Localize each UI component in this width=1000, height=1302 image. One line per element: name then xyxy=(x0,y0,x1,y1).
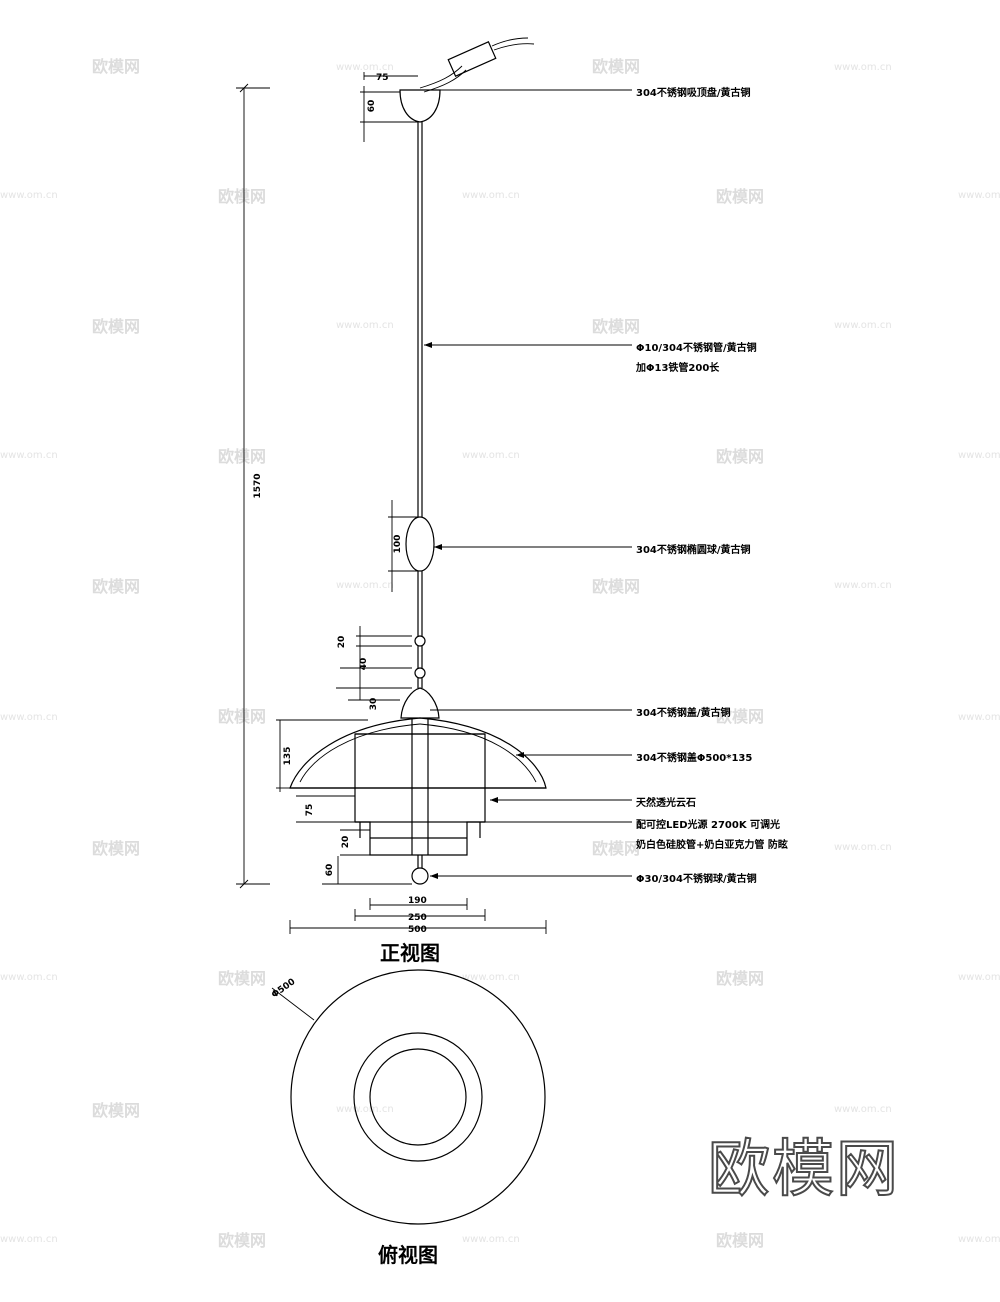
driver-box xyxy=(447,41,497,77)
svg-text:60: 60 xyxy=(325,864,335,877)
svg-text:75: 75 xyxy=(305,804,315,817)
callouts: 304不锈钢吸顶盘/黄古铜 Φ10/304不锈钢管/黄古铜 加Φ13铁管200长… xyxy=(424,86,788,885)
svg-text:欧模网: 欧模网 xyxy=(218,1231,266,1250)
svg-text:190: 190 xyxy=(408,896,427,906)
bead-upper xyxy=(414,635,426,647)
svg-text:www.om.cn: www.om.cn xyxy=(834,62,892,73)
top-mid-circle xyxy=(353,1032,483,1162)
dim-canopy-height: 60 xyxy=(360,86,418,142)
svg-text:75: 75 xyxy=(376,73,389,83)
svg-text:www.om.cn: www.om.cn xyxy=(958,1234,1000,1245)
svg-text:欧模网: 欧模网 xyxy=(218,707,266,726)
svg-text:欧模网: 欧模网 xyxy=(592,317,640,336)
callout-shade: 304不锈钢盖Φ500*135 xyxy=(636,751,752,764)
svg-text:www.om.cn: www.om.cn xyxy=(958,190,1000,201)
svg-text:www.om.cn: www.om.cn xyxy=(958,972,1000,983)
cap xyxy=(400,687,440,719)
shade xyxy=(289,717,547,789)
power-cord xyxy=(419,37,535,93)
svg-text:欧模网: 欧模网 xyxy=(92,57,140,76)
dim-beads: 20 40 30 xyxy=(336,626,412,710)
dim-canopy-width: 75 xyxy=(363,72,418,83)
svg-text:www.om.cn: www.om.cn xyxy=(336,1104,394,1115)
svg-text:500: 500 xyxy=(408,925,427,935)
svg-text:欧模网: 欧模网 xyxy=(92,577,140,596)
svg-text:www.om.cn: www.om.cn xyxy=(958,450,1000,461)
stone-cylinder xyxy=(354,733,486,823)
ellipse-ball xyxy=(405,516,435,572)
dim-total-height: 1570 xyxy=(236,83,270,889)
svg-text:欧模网: 欧模网 xyxy=(92,839,140,858)
bead-lower xyxy=(414,667,426,679)
svg-text:135: 135 xyxy=(283,747,293,766)
svg-text:欧模网: 欧模网 xyxy=(716,447,764,466)
brand-logo: 欧模网 xyxy=(708,1132,900,1205)
svg-text:www.om.cn: www.om.cn xyxy=(462,450,520,461)
front-view-title: 正视图 xyxy=(380,941,440,965)
dim-shade-height: 135 xyxy=(276,719,368,792)
svg-text:www.om.cn: www.om.cn xyxy=(834,320,892,331)
callout-rod-1: Φ10/304不锈钢管/黄古铜 xyxy=(636,341,757,354)
bottom-ball xyxy=(411,867,429,885)
watermark-pattern: 欧模网 欧模网 www.om.cn www.om.cn 欧模网 欧模网 www.… xyxy=(0,57,1000,1250)
top-view-title: 俯视图 xyxy=(378,1243,438,1267)
svg-text:www.om.cn: www.om.cn xyxy=(0,190,58,201)
top-inner-circle xyxy=(369,1048,467,1146)
dim-widths: 190 250 500 xyxy=(289,896,547,935)
svg-text:欧模网: 欧模网 xyxy=(592,577,640,596)
svg-text:250: 250 xyxy=(408,913,427,923)
callout-rod-2: 加Φ13铁管200长 xyxy=(635,361,720,374)
svg-text:www.om.cn: www.om.cn xyxy=(958,712,1000,723)
svg-text:www.om.cn: www.om.cn xyxy=(0,972,58,983)
svg-text:20: 20 xyxy=(341,836,351,849)
svg-text:www.om.cn: www.om.cn xyxy=(0,1234,58,1245)
callout-led-2: 奶白色硅胶管+奶白亚克力管 防眩 xyxy=(636,838,788,851)
svg-text:1570: 1570 xyxy=(253,473,263,498)
dim-lower: 75 20 60 xyxy=(296,795,412,885)
svg-text:www.om.cn: www.om.cn xyxy=(462,1234,520,1245)
svg-text:60: 60 xyxy=(367,100,377,113)
top-view: Φ500 俯视图 xyxy=(270,969,546,1267)
svg-text:www.om.cn: www.om.cn xyxy=(834,842,892,853)
svg-text:100: 100 xyxy=(393,535,403,554)
callout-stone: 天然透光云石 xyxy=(636,796,696,809)
svg-text:www.om.cn: www.om.cn xyxy=(336,580,394,591)
top-outer-circle xyxy=(290,969,546,1225)
callout-ball: 304不锈钢椭圆球/黄古铜 xyxy=(636,543,751,556)
svg-text:40: 40 xyxy=(359,658,369,671)
svg-text:欧模网: 欧模网 xyxy=(218,187,266,206)
svg-text:www.om.cn: www.om.cn xyxy=(462,972,520,983)
canopy xyxy=(399,89,441,123)
svg-text:欧模网: 欧模网 xyxy=(716,187,764,206)
svg-text:欧模网: 欧模网 xyxy=(92,317,140,336)
svg-text:欧模网: 欧模网 xyxy=(592,839,640,858)
svg-text:www.om.cn: www.om.cn xyxy=(336,62,394,73)
callout-canopy: 304不锈钢吸顶盘/黄古铜 xyxy=(636,86,751,99)
svg-text:www.om.cn: www.om.cn xyxy=(834,1104,892,1115)
svg-text:www.om.cn: www.om.cn xyxy=(0,712,58,723)
svg-text:www.om.cn: www.om.cn xyxy=(0,450,58,461)
svg-text:欧模网: 欧模网 xyxy=(218,447,266,466)
dim-ball-height: 100 xyxy=(388,500,418,592)
svg-text:欧模网: 欧模网 xyxy=(92,1101,140,1120)
svg-text:欧模网: 欧模网 xyxy=(716,1231,764,1250)
svg-text:20: 20 xyxy=(337,636,347,649)
svg-text:欧模网: 欧模网 xyxy=(716,969,764,988)
callout-cap: 304不锈钢盖/黄古铜 xyxy=(636,706,731,719)
svg-text:欧模网: 欧模网 xyxy=(716,707,764,726)
svg-text:www.om.cn: www.om.cn xyxy=(834,580,892,591)
svg-text:欧模网: 欧模网 xyxy=(592,57,640,76)
svg-text:www.om.cn: www.om.cn xyxy=(336,320,394,331)
svg-text:欧模网: 欧模网 xyxy=(218,969,266,988)
callout-bottom-ball: Φ30/304不锈钢球/黄古铜 xyxy=(636,872,757,885)
svg-text:30: 30 xyxy=(369,698,379,711)
callout-led-1: 配可控LED光源 2700K 可调光 xyxy=(636,818,780,831)
svg-text:www.om.cn: www.om.cn xyxy=(462,190,520,201)
front-view: 1570 75 60 100 xyxy=(236,37,788,965)
